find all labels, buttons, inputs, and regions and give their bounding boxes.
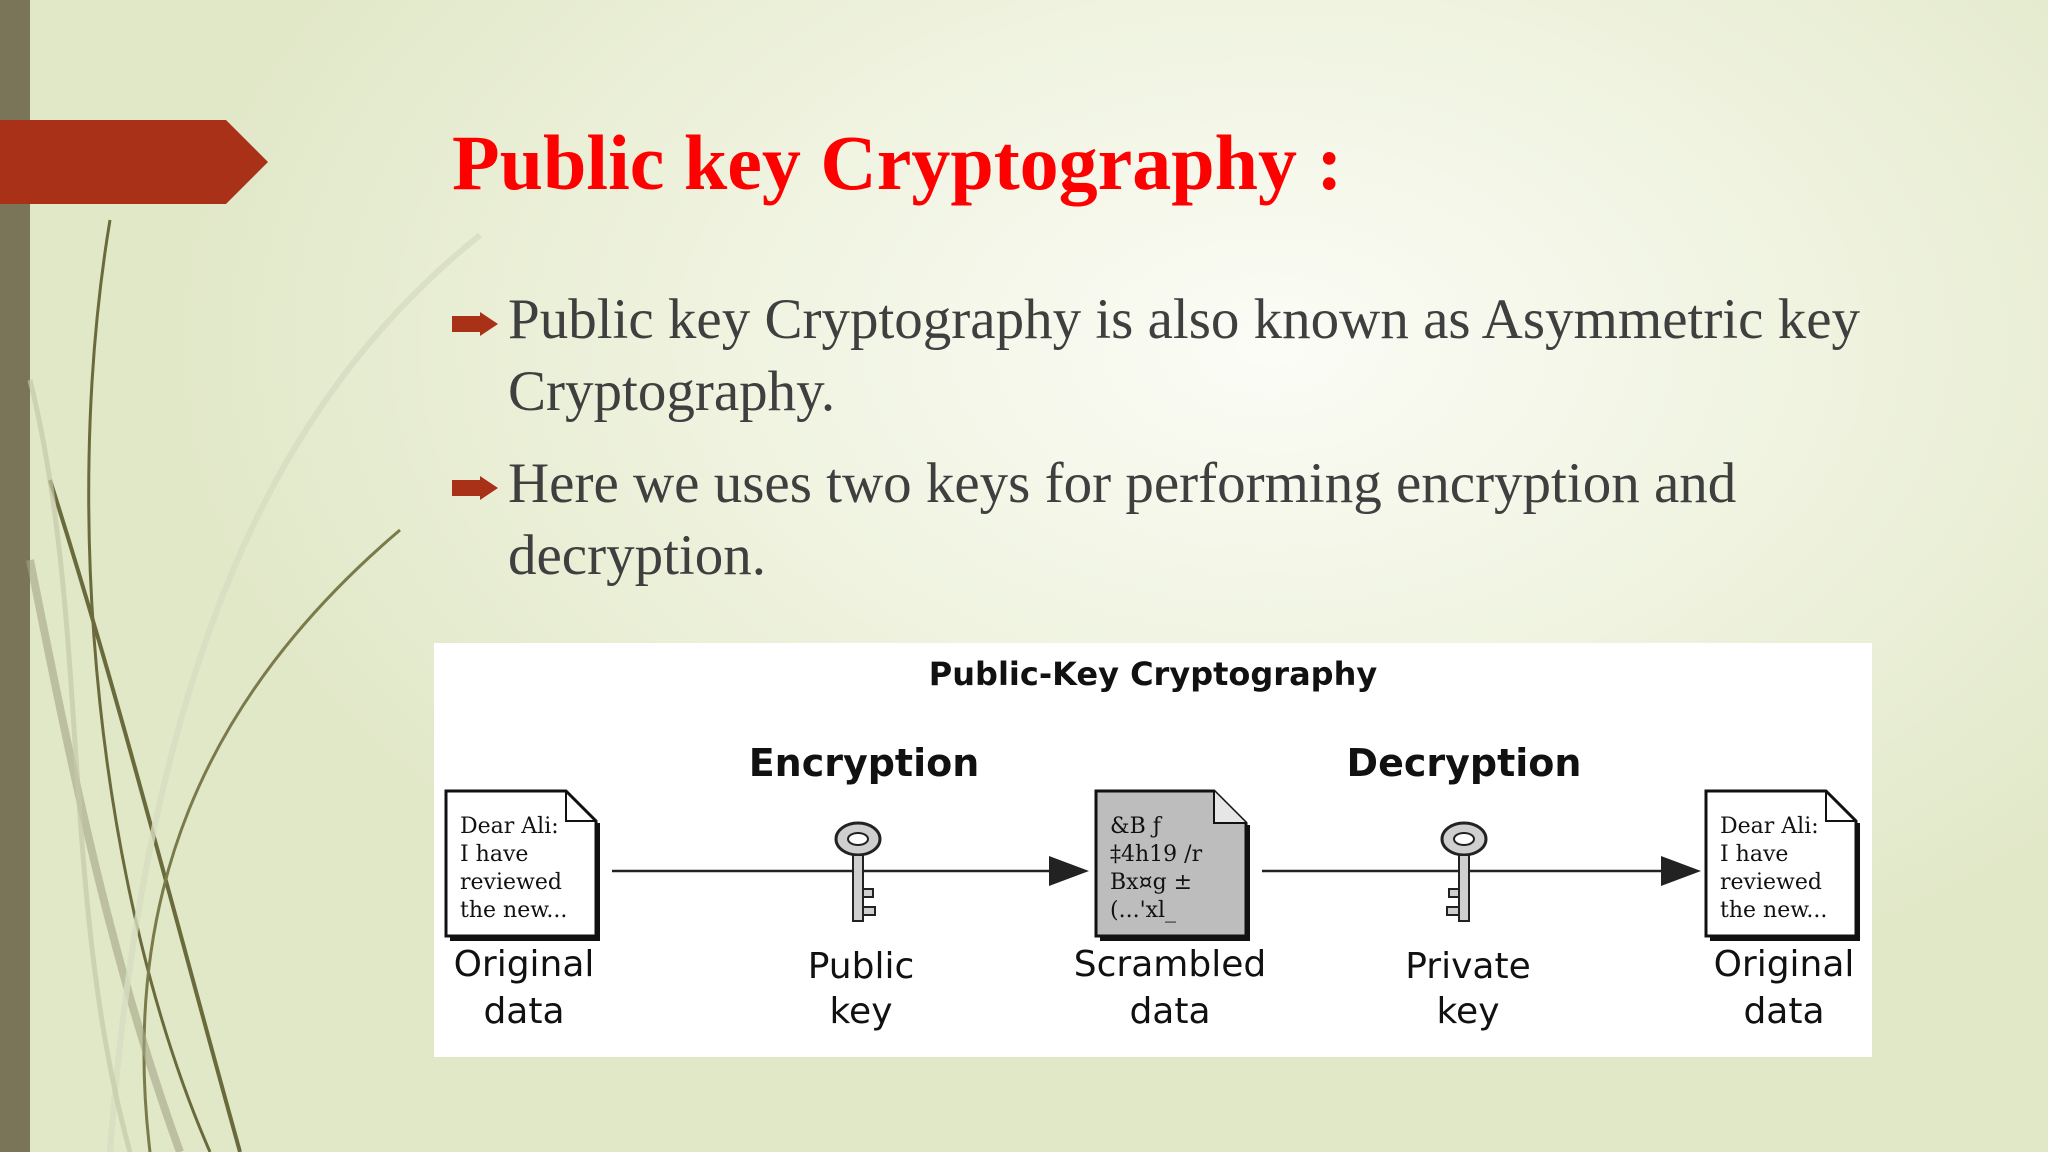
doc-line: (...'xl_ bbox=[1110, 898, 1176, 923]
public-key-diagram: Public-Key Cryptography Encryption Decry… bbox=[434, 643, 1872, 1057]
doc-line: I have bbox=[460, 842, 528, 867]
decryption-label: Decryption bbox=[1347, 741, 1582, 785]
arrow-bullet-icon bbox=[452, 476, 498, 500]
doc-line: &B ƒ bbox=[1110, 814, 1163, 839]
title-arrow-banner bbox=[0, 120, 268, 204]
doc-line: the new... bbox=[460, 898, 567, 923]
document-icon: Dear Ali: I have reviewed the new... bbox=[1704, 789, 1860, 941]
key-icon bbox=[1440, 821, 1488, 922]
doc-line: I have bbox=[1720, 842, 1788, 867]
label-original-out: data bbox=[1743, 991, 1824, 1032]
label-original-out: Original bbox=[1714, 944, 1855, 985]
label-original-in: data bbox=[483, 991, 564, 1032]
bullet-text: Public key Cryptography is also known as… bbox=[508, 288, 1860, 423]
bullet-list: Public key Cryptography is also known as… bbox=[452, 284, 1872, 612]
key-icon bbox=[834, 821, 882, 922]
label-public-key: key bbox=[829, 991, 892, 1032]
doc-line: Bx¤g ± bbox=[1110, 870, 1192, 895]
encryption-label: Encryption bbox=[749, 741, 980, 785]
arrow-bullet-icon bbox=[452, 312, 498, 336]
slide-title: Public key Cryptography : bbox=[452, 119, 1343, 206]
label-scrambled: Scrambled bbox=[1074, 944, 1266, 985]
doc-line: Dear Ali: bbox=[460, 814, 559, 839]
bullet-item: Here we uses two keys for performing enc… bbox=[452, 448, 1872, 592]
label-public-key: Public bbox=[808, 946, 915, 987]
bullet-text: Here we uses two keys for performing enc… bbox=[508, 452, 1737, 587]
document-icon: Dear Ali: I have reviewed the new... bbox=[444, 789, 600, 941]
diagram-title: Public-Key Cryptography bbox=[929, 655, 1378, 693]
doc-line: ‡4h19 /r bbox=[1110, 842, 1203, 867]
doc-line: the new... bbox=[1720, 898, 1827, 923]
label-scrambled: data bbox=[1129, 991, 1210, 1032]
label-private-key: key bbox=[1436, 991, 1499, 1032]
label-original-in: Original bbox=[454, 944, 595, 985]
scrambled-document-icon: &B ƒ ‡4h19 /r Bx¤g ± (...'xl_ bbox=[1094, 789, 1250, 941]
doc-line: Dear Ali: bbox=[1720, 814, 1819, 839]
diagram-canvas: Public-Key Cryptography Encryption Decry… bbox=[444, 655, 1860, 1032]
label-private-key: Private bbox=[1405, 946, 1531, 987]
doc-line: reviewed bbox=[1720, 870, 1822, 895]
bullet-item: Public key Cryptography is also known as… bbox=[452, 284, 1872, 428]
doc-line: reviewed bbox=[460, 870, 562, 895]
